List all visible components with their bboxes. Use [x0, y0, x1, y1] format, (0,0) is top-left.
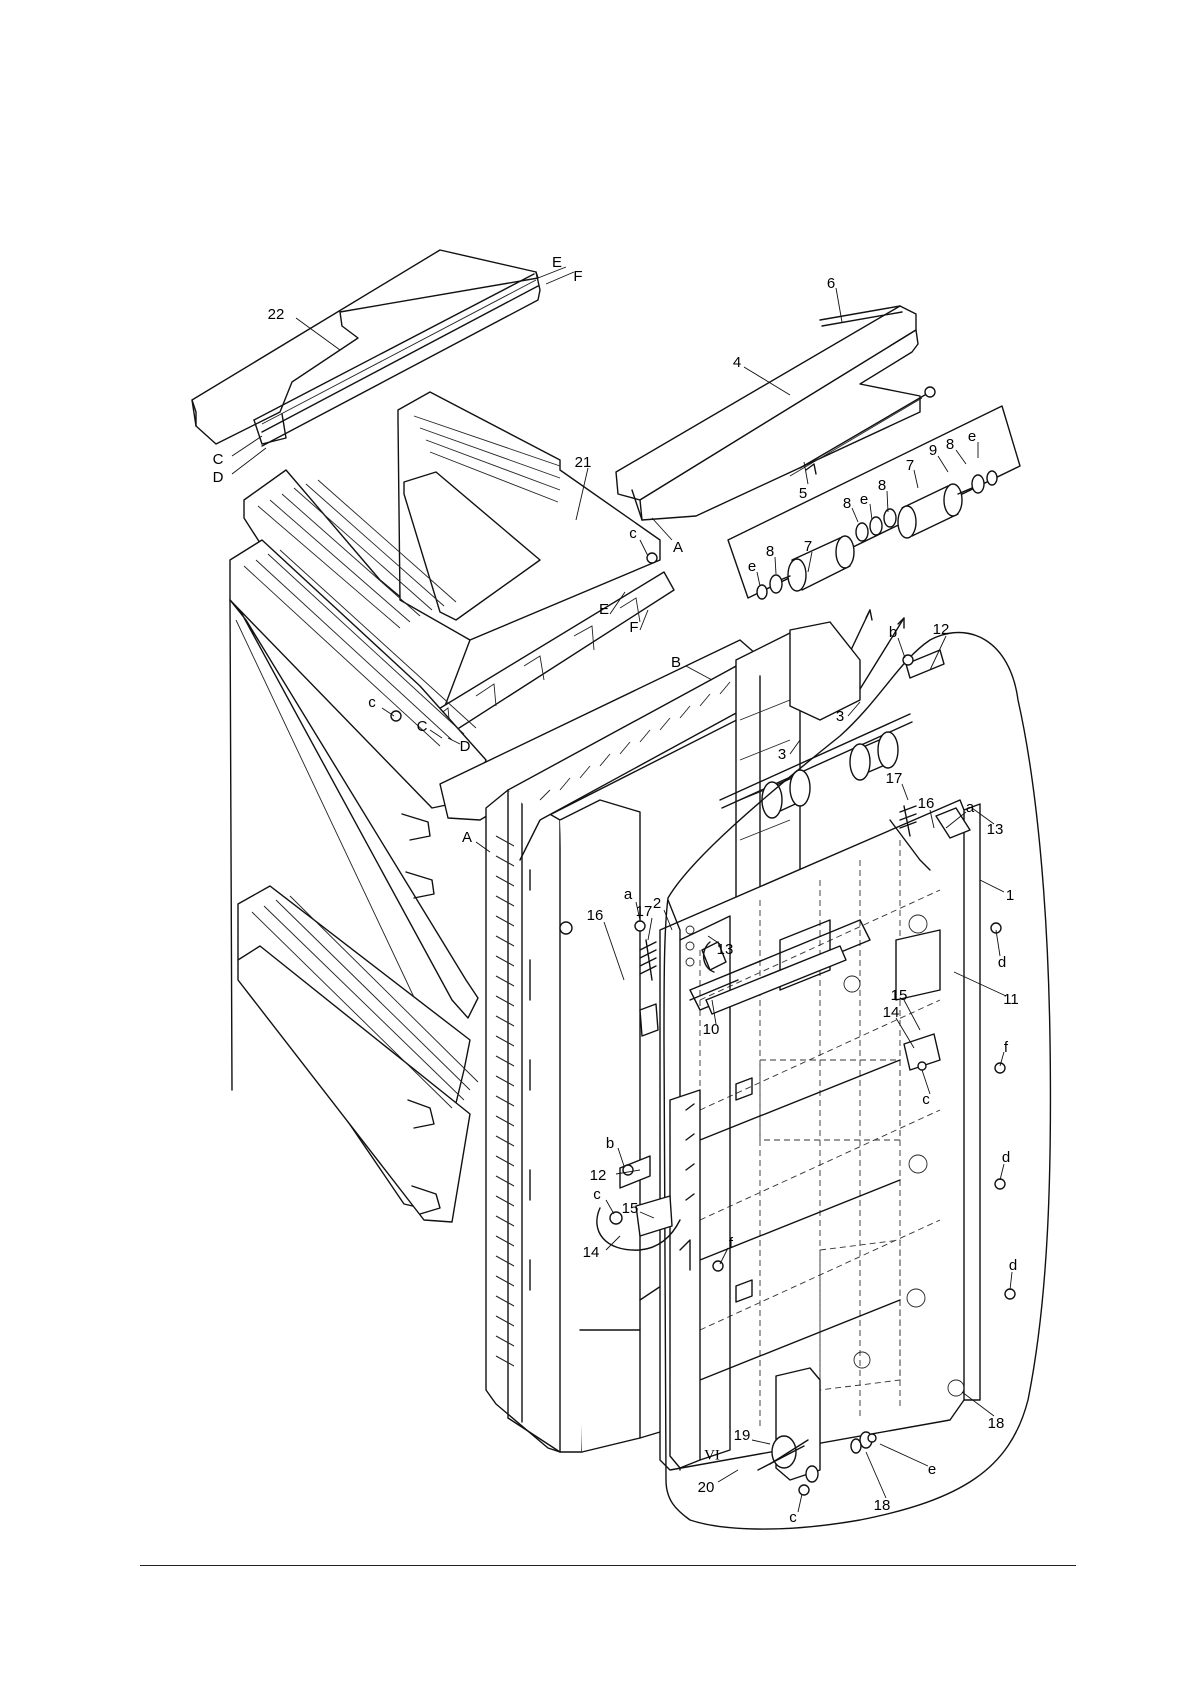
callout-16: 16 [918, 795, 935, 812]
leader-line [1000, 1164, 1004, 1180]
callout-b: b [606, 1135, 614, 1152]
part-4-upper-cover [616, 306, 935, 520]
callout-1: 1 [1006, 887, 1014, 904]
leader-line [962, 1392, 994, 1416]
leader-line [546, 272, 574, 284]
callout-12: 12 [590, 1167, 607, 1184]
callout-8: 8 [766, 543, 774, 560]
callout-7: 7 [906, 457, 914, 474]
callout-5: 5 [799, 485, 807, 502]
callout-22: 22 [268, 306, 285, 323]
leader-line [956, 450, 966, 464]
callout-d: d [998, 954, 1006, 971]
callout-E: E [552, 254, 562, 271]
leader-line [640, 610, 648, 630]
callout-8: 8 [843, 495, 851, 512]
leader-line [798, 1494, 802, 1512]
callout-a: a [624, 886, 633, 903]
leader-line [648, 918, 652, 940]
callout-17: 17 [636, 903, 653, 920]
callout-e: e [968, 428, 976, 445]
callout-e: e [748, 558, 756, 575]
callout-A: A [462, 829, 472, 846]
callout-8: 8 [946, 436, 954, 453]
callout-15: 15 [622, 1200, 639, 1217]
callout-14: 14 [583, 1244, 600, 1261]
callout-D: D [213, 469, 224, 486]
leader-line [938, 456, 948, 472]
callout-20: 20 [698, 1479, 715, 1496]
callout-d: d [1002, 1149, 1010, 1166]
callout-b: b [889, 624, 897, 641]
callout-A: A [673, 539, 683, 556]
callout-2: 2 [653, 895, 661, 912]
leader-line [232, 448, 266, 474]
callout-19: 19 [734, 1427, 751, 1444]
callout-8: 8 [878, 477, 886, 494]
callout-d: d [1009, 1257, 1017, 1274]
callout-3: 3 [836, 708, 844, 725]
leader-line [852, 508, 858, 522]
callout-18: 18 [874, 1497, 891, 1514]
callout-C: C [417, 718, 428, 735]
callout-F: F [573, 268, 582, 285]
callout-c: c [922, 1091, 930, 1108]
callout-16: 16 [587, 907, 604, 924]
leader-line [718, 1470, 738, 1482]
leader-line [866, 1452, 886, 1498]
callout-c: c [368, 694, 376, 711]
callout-13: 13 [987, 821, 1004, 838]
leader-line [902, 784, 908, 800]
callout-c: c [593, 1186, 601, 1203]
callout-4: 4 [733, 354, 741, 371]
callout-13: 13 [717, 941, 734, 958]
callout-11: 11 [1003, 991, 1019, 1008]
callout-c: c [789, 1509, 797, 1526]
callout-f: f [1004, 1039, 1009, 1056]
leader-line [898, 638, 905, 658]
callout-E: E [599, 601, 609, 618]
leader-line [775, 557, 776, 574]
callout-17: 17 [886, 770, 903, 787]
leader-line [980, 880, 1004, 892]
leader-line [880, 1444, 928, 1466]
callout-c: c [629, 525, 637, 542]
callout-B: B [671, 654, 681, 671]
callout-10: 10 [703, 1021, 720, 1038]
callout-18: 18 [988, 1415, 1005, 1432]
callout-6: 6 [827, 275, 835, 292]
callout-12: 12 [933, 621, 950, 638]
leader-line [887, 491, 888, 512]
callout-F: F [629, 619, 638, 636]
callout-D: D [460, 738, 471, 755]
callout-7: 7 [804, 538, 812, 555]
leader-line [1010, 1272, 1012, 1290]
callout-15: 15 [891, 987, 908, 1004]
callout-e: e [928, 1461, 936, 1478]
callout-3: 3 [778, 746, 786, 763]
leader-line [757, 572, 760, 586]
callout-21: 21 [575, 454, 592, 471]
leader-line [870, 504, 872, 520]
callout-14: 14 [883, 1004, 900, 1021]
leader-line [996, 930, 1000, 956]
callout-9: 9 [929, 442, 937, 459]
callout-roman-VI: VI [704, 1447, 720, 1463]
callout-a: a [966, 799, 975, 816]
part-22-top-cover [192, 250, 540, 446]
part-1-rear-frame [660, 800, 980, 1482]
callout-e: e [860, 491, 868, 508]
leader-line [232, 436, 262, 456]
leader-line [914, 470, 918, 488]
footer-rule [140, 1565, 1076, 1566]
callout-C: C [213, 451, 224, 468]
